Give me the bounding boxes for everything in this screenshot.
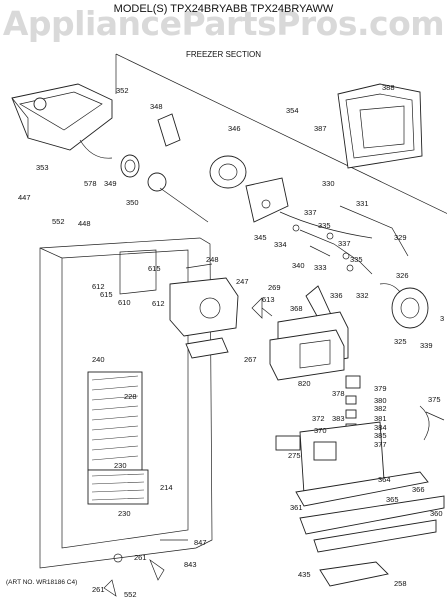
callout-354: 354 xyxy=(286,106,299,115)
callout-332: 332 xyxy=(356,291,369,300)
callout-578: 578 xyxy=(84,179,97,188)
rail-assembly xyxy=(295,471,445,553)
callout-325: 325 xyxy=(394,337,407,346)
callout-613: 613 xyxy=(262,295,275,304)
callout-843: 843 xyxy=(184,560,197,569)
callout-380: 380 xyxy=(374,396,387,405)
callout-334: 334 xyxy=(274,240,287,249)
callout-261: 261 xyxy=(92,585,105,594)
wire-harness-375 xyxy=(419,405,445,441)
callout-331: 331 xyxy=(356,199,369,208)
tray-258 xyxy=(319,561,389,587)
callout-552: 552 xyxy=(124,590,137,599)
callout-333: 333 xyxy=(314,263,327,272)
evaporator-coil xyxy=(87,371,149,505)
callout-381: 381 xyxy=(374,414,387,423)
callout-337: 337 xyxy=(338,239,351,248)
callout-269: 269 xyxy=(268,283,281,292)
model-title: MODEL(S) TPX24BRYABB TPX24BRYAWW xyxy=(113,3,334,15)
callout-214: 214 xyxy=(160,483,173,492)
callout-372: 372 xyxy=(312,414,325,423)
callout-247: 247 xyxy=(236,277,249,286)
callout-336: 336 xyxy=(330,291,343,300)
callout-346: 346 xyxy=(228,124,241,133)
callout-384: 384 xyxy=(374,423,387,432)
callout-552: 552 xyxy=(52,217,65,226)
callout-339: 339 xyxy=(420,341,433,350)
callout-230: 230 xyxy=(118,509,131,518)
callout-388: 388 xyxy=(382,83,395,92)
callout-350: 350 xyxy=(126,198,139,207)
part-843 xyxy=(149,559,165,581)
control-housing xyxy=(275,421,385,495)
motor-325 xyxy=(379,283,429,329)
callout-382: 382 xyxy=(374,404,387,413)
callout-610: 610 xyxy=(118,298,131,307)
watermark-text: AppliancePartsPros.com xyxy=(2,4,445,43)
callout-240: 240 xyxy=(92,355,105,364)
callout-375: 375 xyxy=(428,395,441,404)
callout-448: 448 xyxy=(78,219,91,228)
callout-435: 435 xyxy=(298,570,311,579)
callout-612: 612 xyxy=(92,282,105,291)
callout-326: 326 xyxy=(396,271,409,280)
callout-275: 275 xyxy=(288,451,301,460)
duct-267 xyxy=(185,337,229,359)
callout-447: 447 xyxy=(18,193,31,202)
callout-258: 258 xyxy=(394,579,407,588)
callout-387: 387 xyxy=(314,124,327,133)
callout-377: 377 xyxy=(374,440,387,449)
bracket-348 xyxy=(157,113,181,147)
callout-383: 383 xyxy=(332,414,345,423)
fan-613 xyxy=(251,297,273,319)
callout-365: 365 xyxy=(386,495,399,504)
callout-labels: 352 348 388 354 387 346 353 349 350 578 447 552 448 3… xyxy=(18,83,444,599)
cabinet-frame xyxy=(39,237,213,569)
callout-337: 337 xyxy=(304,208,317,217)
callout-348: 348 xyxy=(150,102,163,111)
section-title: FREEZER SECTION xyxy=(185,50,262,59)
art-number: (ART NO. WR18186 C4) xyxy=(6,579,78,586)
fan-housing-247 xyxy=(169,263,239,337)
callout-335: 335 xyxy=(318,221,331,230)
callout-352: 352 xyxy=(116,86,129,95)
callout-335: 335 xyxy=(350,255,363,264)
callout-330: 330 xyxy=(322,179,335,188)
dispenser-door xyxy=(337,83,423,169)
ice-bucket-352 xyxy=(11,83,113,159)
callout-612: 612 xyxy=(152,299,165,308)
callout-340: 340 xyxy=(292,261,305,270)
callout-353: 353 xyxy=(36,163,49,172)
callout-847: 847 xyxy=(194,538,207,547)
callout-820: 820 xyxy=(298,379,311,388)
callout-361: 361 xyxy=(290,503,303,512)
motor-346 xyxy=(209,155,247,189)
callout-248: 248 xyxy=(206,255,219,264)
auger-assembly xyxy=(120,154,209,223)
callout-368: 368 xyxy=(290,304,303,313)
callout-615: 615 xyxy=(100,290,113,299)
callout-228: 228 xyxy=(124,392,137,401)
panel-354-edge xyxy=(115,53,447,214)
part-261b xyxy=(103,579,117,597)
callout-261: 261 xyxy=(134,553,147,562)
callout-345: 345 xyxy=(254,233,267,242)
callout-364: 364 xyxy=(378,475,391,484)
callout-385: 385 xyxy=(374,431,387,440)
callout-360: 360 xyxy=(430,509,443,518)
callout-378: 378 xyxy=(332,389,345,398)
callout-615: 615 xyxy=(148,264,161,273)
callout-230: 230 xyxy=(114,461,127,470)
housing-820 xyxy=(269,311,349,381)
callout-3: 3 xyxy=(440,314,444,323)
callout-370: 370 xyxy=(314,426,327,435)
callout-379: 379 xyxy=(374,384,387,393)
callout-366: 366 xyxy=(412,485,425,494)
callout-329: 329 xyxy=(394,233,407,242)
callout-349: 349 xyxy=(104,179,117,188)
linkage-329 xyxy=(279,211,373,239)
callout-267: 267 xyxy=(244,355,257,364)
part-261 xyxy=(113,553,123,563)
